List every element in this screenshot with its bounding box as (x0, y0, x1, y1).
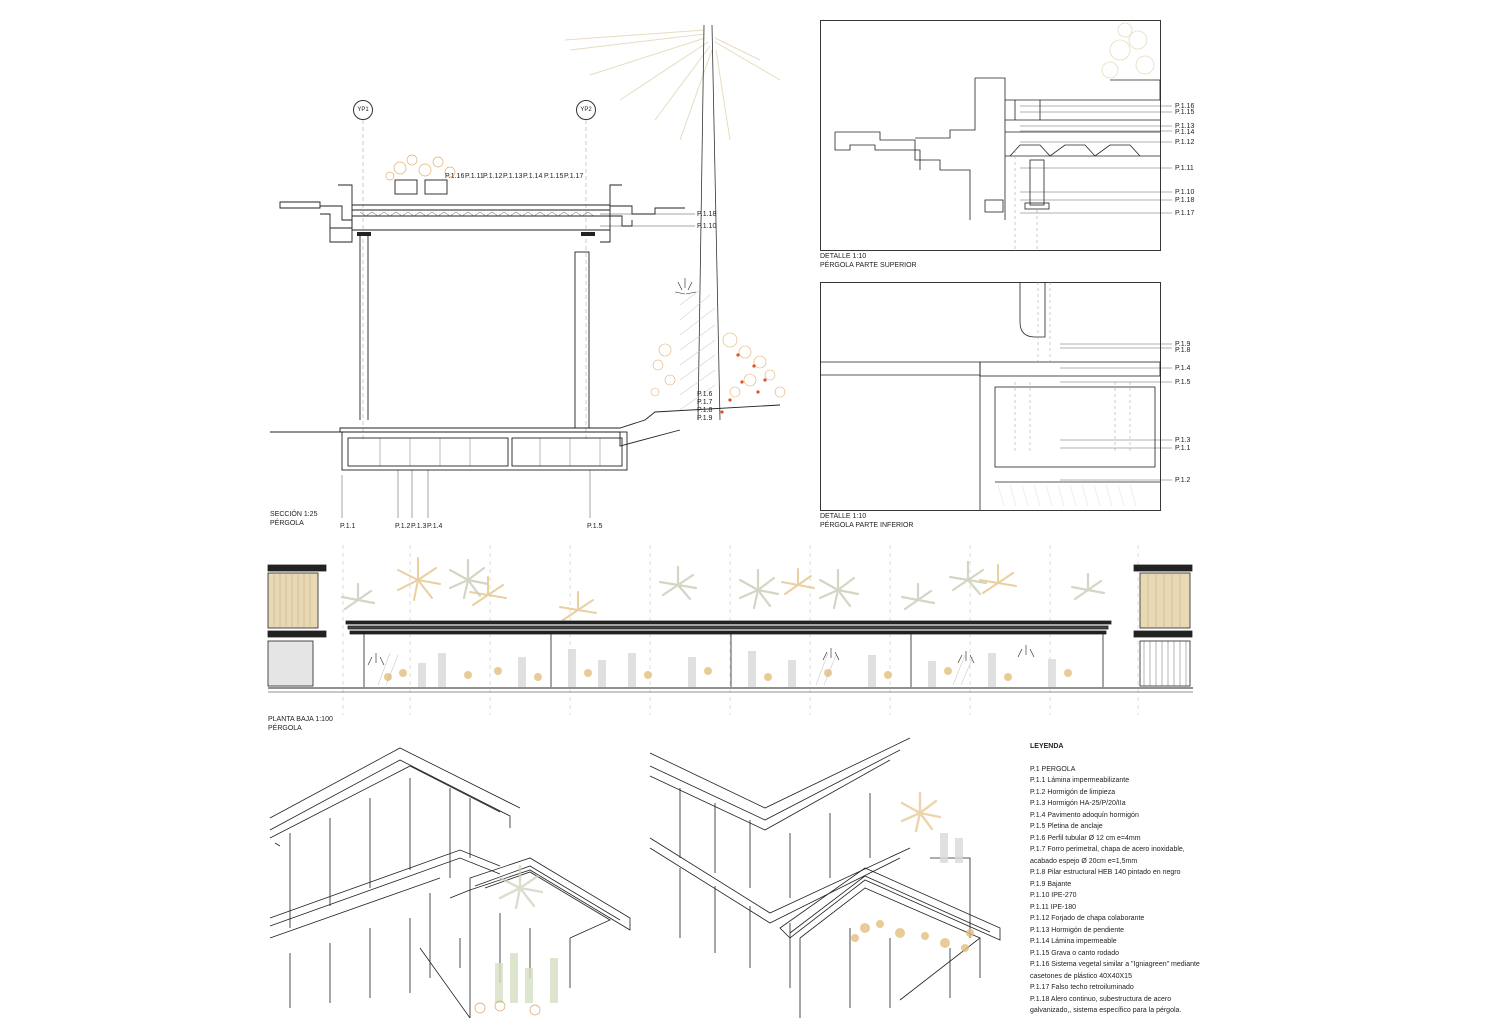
plan-title-name: PÉRGOLA (268, 725, 302, 732)
section-label-right: P.1.18 (697, 211, 717, 218)
detail-top: P.1.16 P.1.15 P.1.13 P.1.14 P.1.12 P.1.1… (820, 20, 1194, 270)
section-label-top: P.1.14 (523, 173, 543, 180)
section-label-right: P.1.10 (697, 223, 717, 230)
detail-bottom-label: P.1.5 (1175, 379, 1191, 386)
section-label-top: P.1.12 (483, 173, 503, 180)
detail-bottom-title: DETALLE 1:10 PÉRGOLA PARTE INFERIOR (820, 512, 914, 530)
axonometric-right (649, 737, 1010, 1018)
legend-item: P.1.5 Pletina de anclaje (1030, 823, 1103, 830)
section-title-name: PÉRGOLA (270, 520, 304, 527)
detail-bottom-label: P.1.2 (1175, 477, 1191, 484)
detail-top-label: P.1.18 (1175, 197, 1195, 204)
detail-top-label: P.1.11 (1175, 165, 1194, 172)
detail-top-label: P.1.14 (1175, 129, 1195, 136)
detail-bottom-label: P.1.1 (1175, 445, 1191, 452)
section-label-right: P.1.6 (697, 391, 713, 398)
grid-axis-yp2: YP2 (576, 100, 596, 120)
axo-left-svg (269, 747, 631, 1019)
grid-axis-yp1: YP1 (353, 100, 373, 120)
legend-item: P.1.1 Lámina impermeabilizante (1030, 777, 1130, 784)
detail-top-label: P.1.10 (1175, 189, 1195, 196)
section-label-top: P.1.15 (544, 173, 564, 180)
detail-top-title-name: PÉRGOLA PARTE SUPERIOR (820, 262, 917, 269)
detail-bottom-label: P.1.3 (1175, 437, 1191, 444)
detail-top-title: DETALLE 1:10 PÉRGOLA PARTE SUPERIOR (820, 252, 917, 270)
section-label-top: P.1.17 (564, 173, 584, 180)
legend-item: P.1.16 Sistema vegetal similar a "Igniag… (1030, 961, 1200, 968)
legend-item: casetones de plástico 40X40X15 (1030, 972, 1132, 980)
legend-item: P.1.4 Pavimento adoquín hormigón (1030, 811, 1139, 819)
legend-item: P.1.2 Hormigón de limpieza (1030, 788, 1116, 796)
legend-item: P.1.12 Forjado de chapa colaborante (1030, 915, 1145, 922)
legend-item: P.1.9 Bajante (1030, 880, 1072, 888)
detail-top-label: P.1.12 (1175, 139, 1195, 146)
section-title: SECCIÓN 1:25 PÉRGOLA (270, 510, 317, 528)
legend-item: galvanizado,, sistema específico para la… (1030, 1007, 1182, 1014)
legend-item: P.1.10 IPE-270 (1030, 892, 1077, 899)
detail-top-title-scale: DETALLE 1:10 (820, 253, 867, 260)
plan-title-scale: PLANTA BAJA 1:100 (268, 716, 333, 723)
legend-item: acabado espejo Ø 20cm e=1,5mm (1030, 857, 1138, 865)
section-label-bottom: P.1.2 (395, 523, 411, 530)
section-title-scale: SECCIÓN 1:25 (270, 511, 318, 518)
detail-bottom-label: P.1.4 (1175, 365, 1191, 372)
detail-bottom-title-name: PÉRGOLA PARTE INFERIOR (820, 522, 914, 529)
detail-bottom-label: P.1.8 (1175, 347, 1191, 354)
detail-bottom: P.1.9 P.1.8 P.1.4 P.1.5 P.1.3 P.1.1 P.1.… (820, 282, 1190, 532)
section-label-right: P.1.9 (697, 415, 713, 422)
legend-item: P.1.14 Lámina impermeable (1030, 938, 1117, 945)
legend-item: P.1.11 IPE-180 (1030, 903, 1077, 911)
palm-tree-sketch (564, 29, 781, 141)
legend-group: P.1 PERGOLA (1030, 765, 1076, 773)
legend-item: P.1.18 Alero continuo, subestructura de … (1030, 995, 1172, 1003)
section-label-right: P.1.8 (697, 407, 713, 414)
section-label-bottom: P.1.4 (427, 523, 443, 530)
legend-heading: LEYENDA (1030, 743, 1064, 750)
legend-item: P.1.17 Falso techo retroiluminado (1030, 984, 1134, 991)
detail-top-label: P.1.13 (1175, 123, 1195, 130)
section-label-top: P.1.11 (465, 173, 484, 180)
detail-top-label: P.1.17 (1175, 210, 1195, 217)
section-drawing: YP1 YP2 P.1.16 P.1.11 P.1.12 P.1.13 P.1.… (260, 20, 805, 540)
section-label-bottom: P.1.3 (411, 523, 427, 530)
legend-item: P.1.7 Forro perimetral, chapa de acero i… (1030, 846, 1185, 853)
legend-item: P.1.6 Perfil tubular Ø 12 cm e=4mm (1030, 834, 1141, 842)
detail-top-label: P.1.15 (1175, 109, 1195, 116)
plan-elevation: PLANTA BAJA 1:100 PÉRGOLA (267, 545, 1193, 735)
legend-item: P.1.3 Hormigón HA-25/P/20/IIa (1030, 800, 1126, 807)
axo-right-svg (649, 737, 1001, 1018)
legend: LEYENDA P.1 PERGOLA P.1.1 Lámina imperme… (1030, 741, 1230, 1017)
section-svg (270, 24, 786, 518)
legend-item: P.1.8 Pilar estructural HEB 140 pintado … (1030, 869, 1181, 876)
detail-top-svg (820, 20, 1172, 251)
section-label-right: P.1.7 (697, 399, 713, 406)
legend-item: P.1.15 Grava o canto rodado (1030, 949, 1119, 957)
section-label-top: P.1.16 (445, 173, 465, 180)
detail-bottom-title-scale: DETALLE 1:10 (820, 513, 867, 520)
axonometric-left (269, 738, 631, 1019)
section-label-top: P.1.13 (503, 173, 523, 180)
plan-title: PLANTA BAJA 1:100 PÉRGOLA (268, 715, 333, 733)
detail-top-label: P.1.16 (1175, 103, 1195, 110)
detail-bottom-svg (820, 282, 1172, 511)
plan-svg (267, 545, 1193, 715)
section-label-bottom: P.1.5 (587, 523, 603, 530)
detail-bottom-label: P.1.9 (1175, 341, 1191, 348)
section-label-bottom: P.1.1 (340, 523, 356, 530)
legend-item: P.1.13 Hormigón de pendiente (1030, 926, 1125, 934)
